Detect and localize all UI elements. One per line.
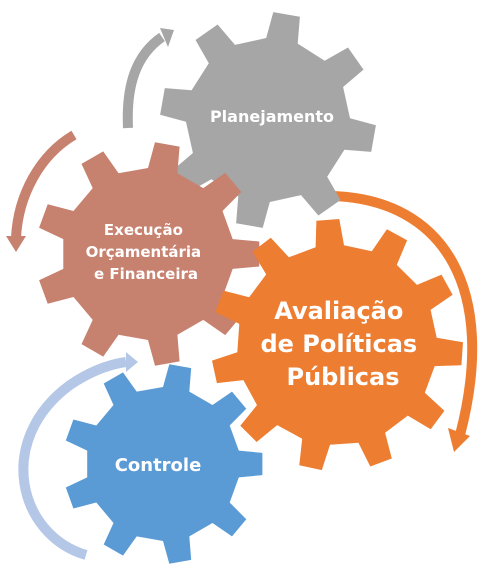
arrow-to-avaliacao-head — [448, 428, 470, 452]
label-controle: Controle — [115, 455, 202, 476]
label-execucao-line-1: Execução — [104, 221, 183, 239]
label-avaliacao-line-2: de Políticas — [260, 330, 417, 358]
arrow-to-planejamento — [122, 32, 165, 129]
label-avaliacao: Avaliação de Políticas Públicas — [260, 297, 425, 391]
arrow-to-execucao-head — [6, 236, 26, 252]
arrow-to-execucao — [11, 130, 77, 239]
arrow-to-planejamento-head — [160, 28, 174, 47]
arrow-to-controle — [18, 357, 127, 560]
label-execucao-line-3: e Financeira — [94, 265, 198, 283]
gear-execucao — [39, 142, 260, 366]
gear-controle — [65, 364, 263, 564]
label-execucao: Execução Orçamentária e Financeira — [86, 221, 207, 283]
label-planejamento: Planejamento — [210, 107, 334, 126]
label-planejamento-line: Planejamento — [210, 107, 334, 126]
gears — [39, 12, 463, 564]
label-avaliacao-line-3: Públicas — [286, 363, 399, 391]
gear-labels: Planejamento Execução Orçamentária e Fin… — [86, 107, 425, 477]
label-avaliacao-line-1: Avaliação — [274, 297, 403, 325]
label-execucao-line-2: Orçamentária — [86, 243, 202, 261]
label-controle-line: Controle — [115, 455, 202, 476]
gear-avaliacao — [212, 219, 463, 471]
gear-planejamento — [160, 12, 376, 228]
cycle-arrows — [6, 28, 478, 560]
arrow-to-avaliacao — [332, 191, 478, 437]
arrow-to-controle-head — [126, 352, 138, 372]
